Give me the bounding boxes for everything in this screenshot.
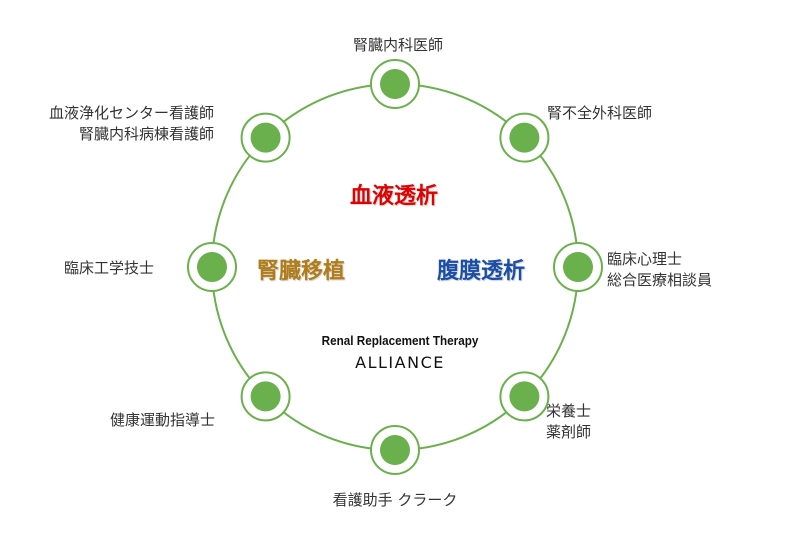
node-dot <box>197 252 227 282</box>
node-clinical-engineer <box>187 242 237 292</box>
node-label-nursing-assistant-clerk: 看護助手 クラーク <box>332 491 458 509</box>
node-dot <box>380 435 410 465</box>
node-nursing-assistant-clerk <box>370 425 420 475</box>
node-label-psychologist-counselor: 臨床心理士 総合医療相談員 <box>607 250 713 289</box>
node-dot <box>509 122 540 153</box>
node-exercise-instructor <box>240 371 291 422</box>
alliance-title: Renal Replacement Therapy ALLIANCE <box>290 332 510 374</box>
node-label-clinical-engineer: 臨床工学技士 <box>64 259 155 277</box>
node-dot <box>509 381 540 412</box>
node-label-exercise-instructor: 健康運動指導士 <box>110 411 216 429</box>
alliance-subtitle: Renal Replacement Therapy <box>321 333 479 348</box>
node-label-transplant-surgery: 腎不全外科医師 <box>547 104 653 122</box>
kidney-transplant-label: 腎臓移植 <box>257 259 346 284</box>
node-dot <box>250 381 281 412</box>
node-label-nurses: 血液浄化センター看護師 腎臓内科病棟看護師 <box>48 104 214 143</box>
node-label-nephrology: 腎臓内科医師 <box>352 36 443 54</box>
hemodialysis-label: 血液透析 <box>350 184 439 209</box>
node-dot <box>563 252 593 282</box>
node-dot <box>250 122 281 153</box>
alliance-word: ALLIANCE <box>355 353 445 372</box>
node-dietitian-pharmacist <box>499 371 550 422</box>
node-nephrology <box>370 59 420 109</box>
node-transplant-surgery <box>499 112 550 163</box>
node-label-dietitian-pharmacist: 栄養士 薬剤師 <box>546 402 592 441</box>
node-psychologist-counselor <box>553 242 603 292</box>
peritoneal-dialysis-label: 腹膜透析 <box>437 259 526 284</box>
node-dot <box>380 69 410 99</box>
node-nurses <box>240 112 291 163</box>
